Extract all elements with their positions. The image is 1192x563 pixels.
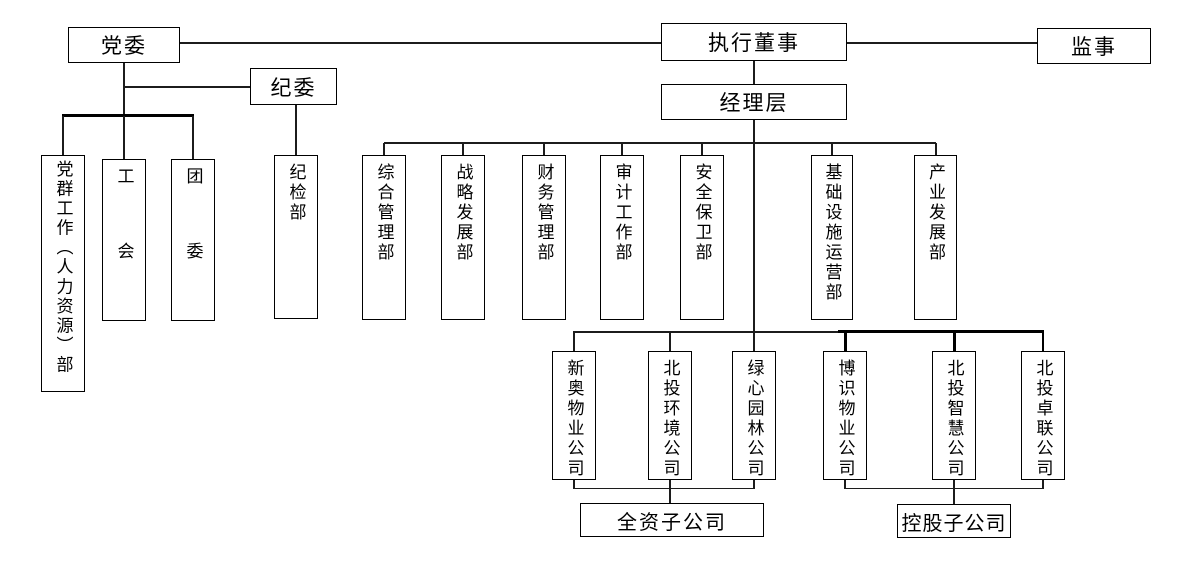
node-beitou-smart-co: 北投智慧公司 bbox=[932, 351, 976, 480]
connector-departments-bus bbox=[384, 142, 936, 144]
bracket-holding-stem bbox=[953, 480, 955, 504]
connector-subsidiaries-bus-left bbox=[574, 331, 840, 333]
node-general-management-dept: 综合管理部 bbox=[362, 155, 406, 320]
node-industry-development-dept: 产业发展部 bbox=[914, 155, 957, 320]
connector-party-to-discipline bbox=[124, 86, 250, 88]
bracket-holding-bar bbox=[844, 487, 1043, 489]
connector-party-stem bbox=[123, 62, 125, 116]
node-xinao-property-co: 新奥物业公司 bbox=[552, 351, 596, 480]
node-executive-director: 执行董事 bbox=[661, 23, 847, 61]
connector-drop-sub-1 bbox=[573, 331, 575, 351]
bracket-holding-right bbox=[1042, 480, 1044, 489]
bracket-wholly-stem bbox=[669, 480, 671, 503]
connector-party-bracket bbox=[62, 114, 194, 117]
connector-drop-dept-7 bbox=[935, 143, 937, 155]
bracket-wholly-bar bbox=[573, 487, 754, 489]
connector-drop-sub-3 bbox=[753, 331, 755, 351]
node-youth-league: 团委 bbox=[171, 159, 215, 321]
node-financial-management-dept: 财务管理部 bbox=[522, 155, 566, 320]
node-discipline-committee: 纪委 bbox=[250, 68, 337, 105]
connector-drop-union bbox=[123, 116, 125, 160]
node-wholly-owned-subsidiaries-label: 全资子公司 bbox=[580, 503, 764, 537]
bracket-holding-left bbox=[844, 480, 846, 489]
node-security-dept: 安全保卫部 bbox=[680, 155, 724, 320]
connector-drop-dept-5 bbox=[701, 143, 703, 155]
node-holding-subsidiaries-label: 控股子公司 bbox=[897, 504, 1011, 538]
node-infrastructure-operations-dept: 基础设施运营部 bbox=[811, 155, 853, 320]
connector-drop-youth bbox=[192, 116, 194, 160]
connector-drop-sub-6 bbox=[1041, 330, 1044, 351]
node-party-mass-work-hr-dept: 党群工作（人力资源）部 bbox=[41, 155, 85, 392]
bracket-wholly-right bbox=[753, 480, 755, 489]
connector-drop-dept-1 bbox=[383, 143, 385, 155]
connector-subsidiaries-bus-right bbox=[838, 330, 1044, 333]
node-labor-union: 工会 bbox=[102, 159, 146, 321]
connector-director-management bbox=[753, 61, 755, 84]
connector-drop-party-dept bbox=[62, 116, 64, 156]
connector-drop-sub-4 bbox=[844, 330, 847, 351]
node-boshi-property-co: 博识物业公司 bbox=[823, 351, 867, 480]
connector-drop-sub-5 bbox=[953, 330, 956, 351]
connector-director-to-supervisor bbox=[847, 42, 1037, 44]
node-party-committee: 党委 bbox=[68, 27, 180, 63]
node-beitou-zhuolian-co: 北投卓联公司 bbox=[1021, 351, 1065, 480]
connector-drop-dept-2 bbox=[462, 143, 464, 155]
connector-drop-sub-2 bbox=[669, 331, 671, 351]
connector-drop-dept-3 bbox=[543, 143, 545, 155]
connector-drop-dept-4 bbox=[621, 143, 623, 155]
bracket-wholly-left bbox=[573, 480, 575, 489]
connector-drop-dept-6 bbox=[831, 143, 833, 155]
node-audit-work-dept: 审计工作部 bbox=[600, 155, 644, 320]
connector-party-to-director bbox=[180, 42, 661, 44]
node-lvxin-garden-co: 绿心园林公司 bbox=[732, 351, 776, 480]
node-beitou-environment-co: 北投环境公司 bbox=[648, 351, 692, 480]
node-supervisor: 监事 bbox=[1037, 28, 1151, 64]
connector-management-stem bbox=[753, 120, 755, 332]
node-discipline-inspection-dept: 纪检部 bbox=[274, 155, 318, 319]
connector-discipline-stem bbox=[295, 104, 297, 155]
node-management-team: 经理层 bbox=[661, 84, 847, 120]
node-strategic-development-dept: 战略发展部 bbox=[441, 155, 485, 320]
